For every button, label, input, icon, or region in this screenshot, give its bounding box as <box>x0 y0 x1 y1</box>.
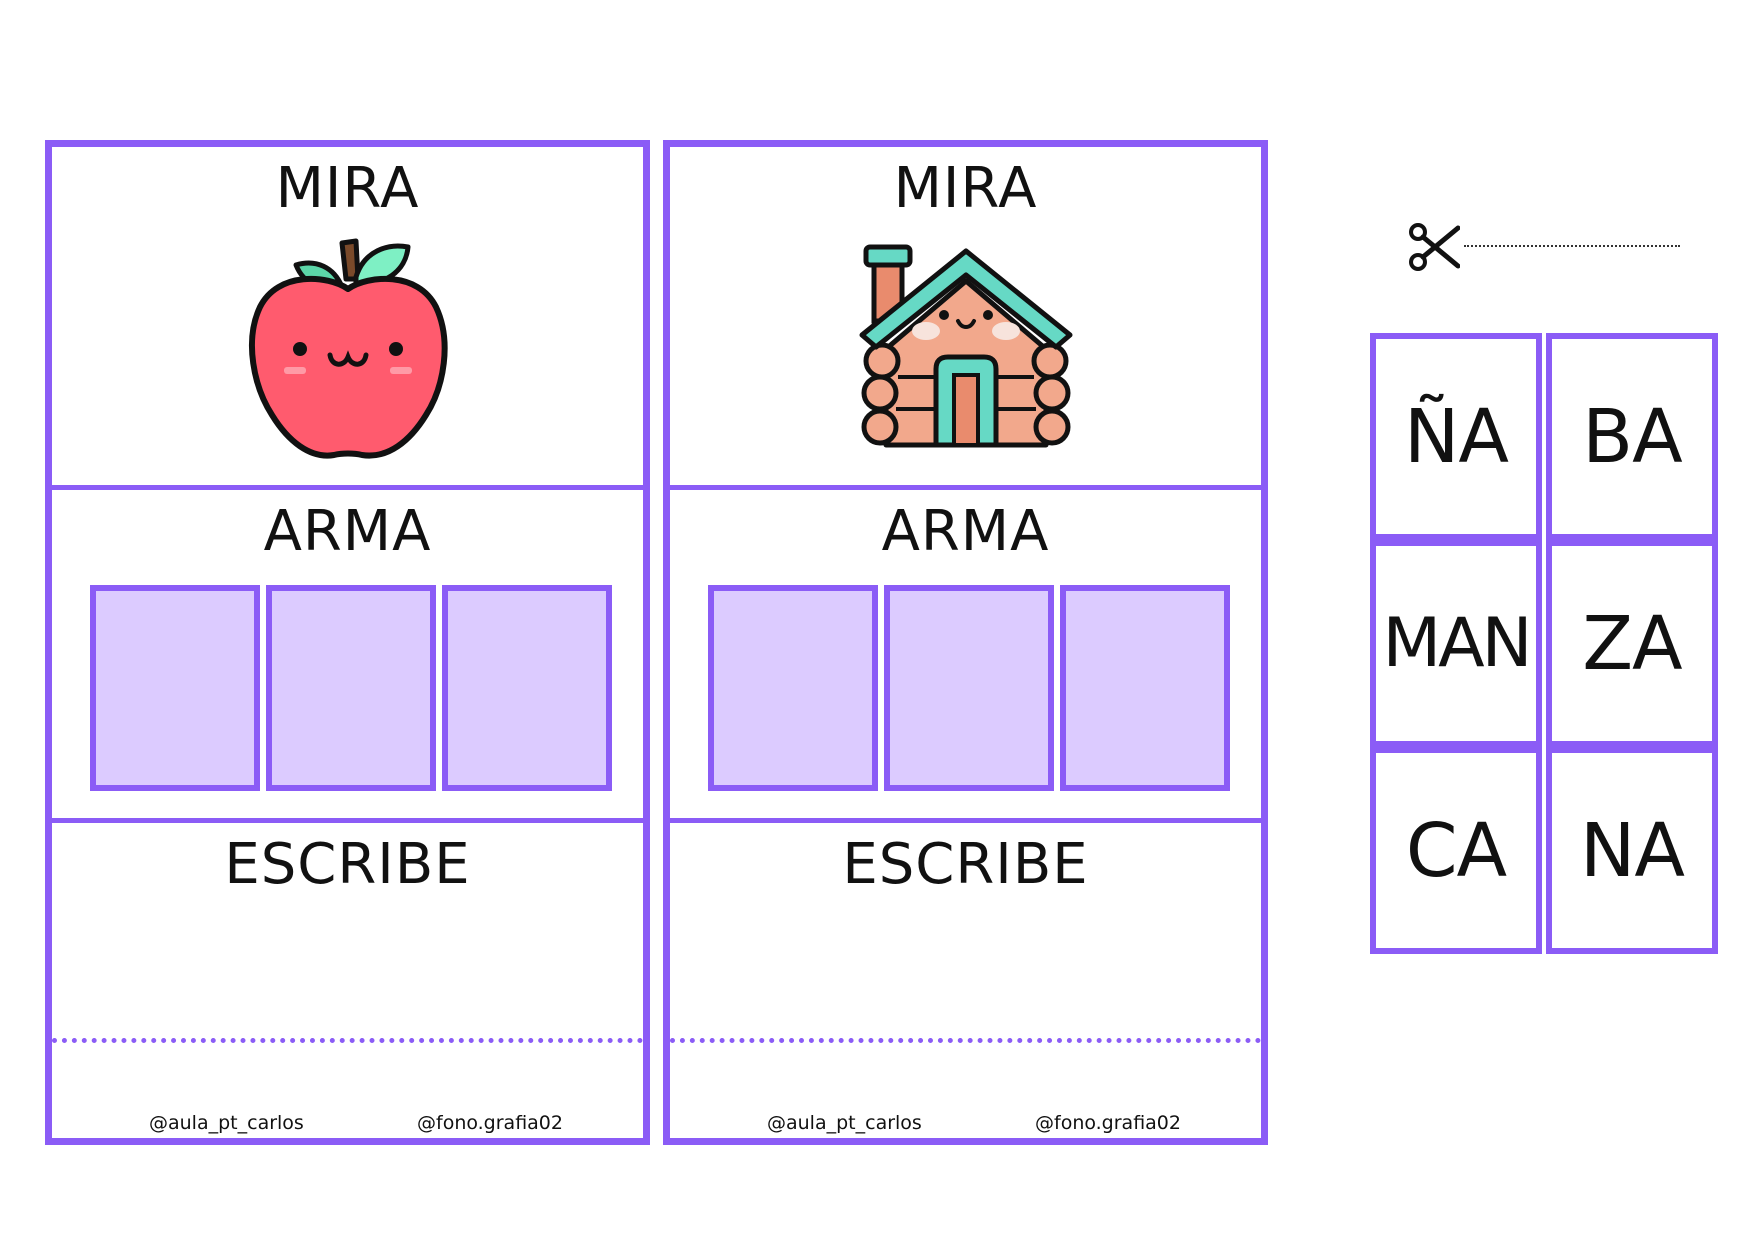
syllable-slot[interactable] <box>266 585 436 791</box>
writing-line[interactable] <box>52 1038 643 1043</box>
syllable-tile[interactable]: CA <box>1370 747 1542 954</box>
syllable-tile[interactable]: ZA <box>1546 540 1718 747</box>
look-heading: MIRA <box>275 156 420 221</box>
build-section: ARMA <box>52 490 643 823</box>
syllable-slot[interactable] <box>708 585 878 791</box>
write-heading: ESCRIBE <box>224 832 471 897</box>
worksheet-card-apple: MIRA ARMA ESCRIBE @aula_pt_carlos @fono.… <box>45 140 650 1145</box>
dotted-cut-guide <box>1464 245 1680 247</box>
build-heading: ARMA <box>263 499 432 564</box>
syllable-slots <box>90 585 612 791</box>
syllable-tile[interactable]: ÑA <box>1370 333 1542 540</box>
syllable-tiles: ÑA BA MAN ZA CA NA <box>1370 333 1718 954</box>
author-handle: @fono.grafia02 <box>1035 1112 1181 1134</box>
worksheet-card-cabin: MIRA <box>663 140 1268 1145</box>
author-handle: @aula_pt_carlos <box>149 1112 304 1134</box>
syllable-slots <box>708 585 1230 791</box>
look-section: MIRA <box>52 147 643 490</box>
scissors-icon <box>1409 223 1460 271</box>
write-heading: ESCRIBE <box>842 832 1089 897</box>
look-section: MIRA <box>670 147 1261 490</box>
syllable-tile[interactable]: NA <box>1546 747 1718 954</box>
syllable-slot[interactable] <box>1060 585 1230 791</box>
build-heading: ARMA <box>881 499 1050 564</box>
write-section: ESCRIBE @aula_pt_carlos @fono.grafia02 <box>52 823 643 1138</box>
cut-line <box>1408 222 1680 272</box>
write-section: ESCRIBE @aula_pt_carlos @fono.grafia02 <box>670 823 1261 1138</box>
author-handle: @aula_pt_carlos <box>767 1112 922 1134</box>
apple-icon <box>248 238 448 459</box>
syllable-slot[interactable] <box>90 585 260 791</box>
author-handle: @fono.grafia02 <box>417 1112 563 1134</box>
log-cabin-icon <box>859 244 1072 448</box>
look-heading: MIRA <box>893 156 1038 221</box>
writing-line[interactable] <box>670 1038 1261 1043</box>
syllable-slot[interactable] <box>884 585 1054 791</box>
syllable-tile[interactable]: MAN <box>1370 540 1542 747</box>
syllable-slot[interactable] <box>442 585 612 791</box>
build-section: ARMA <box>670 490 1261 823</box>
syllable-tile[interactable]: BA <box>1546 333 1718 540</box>
